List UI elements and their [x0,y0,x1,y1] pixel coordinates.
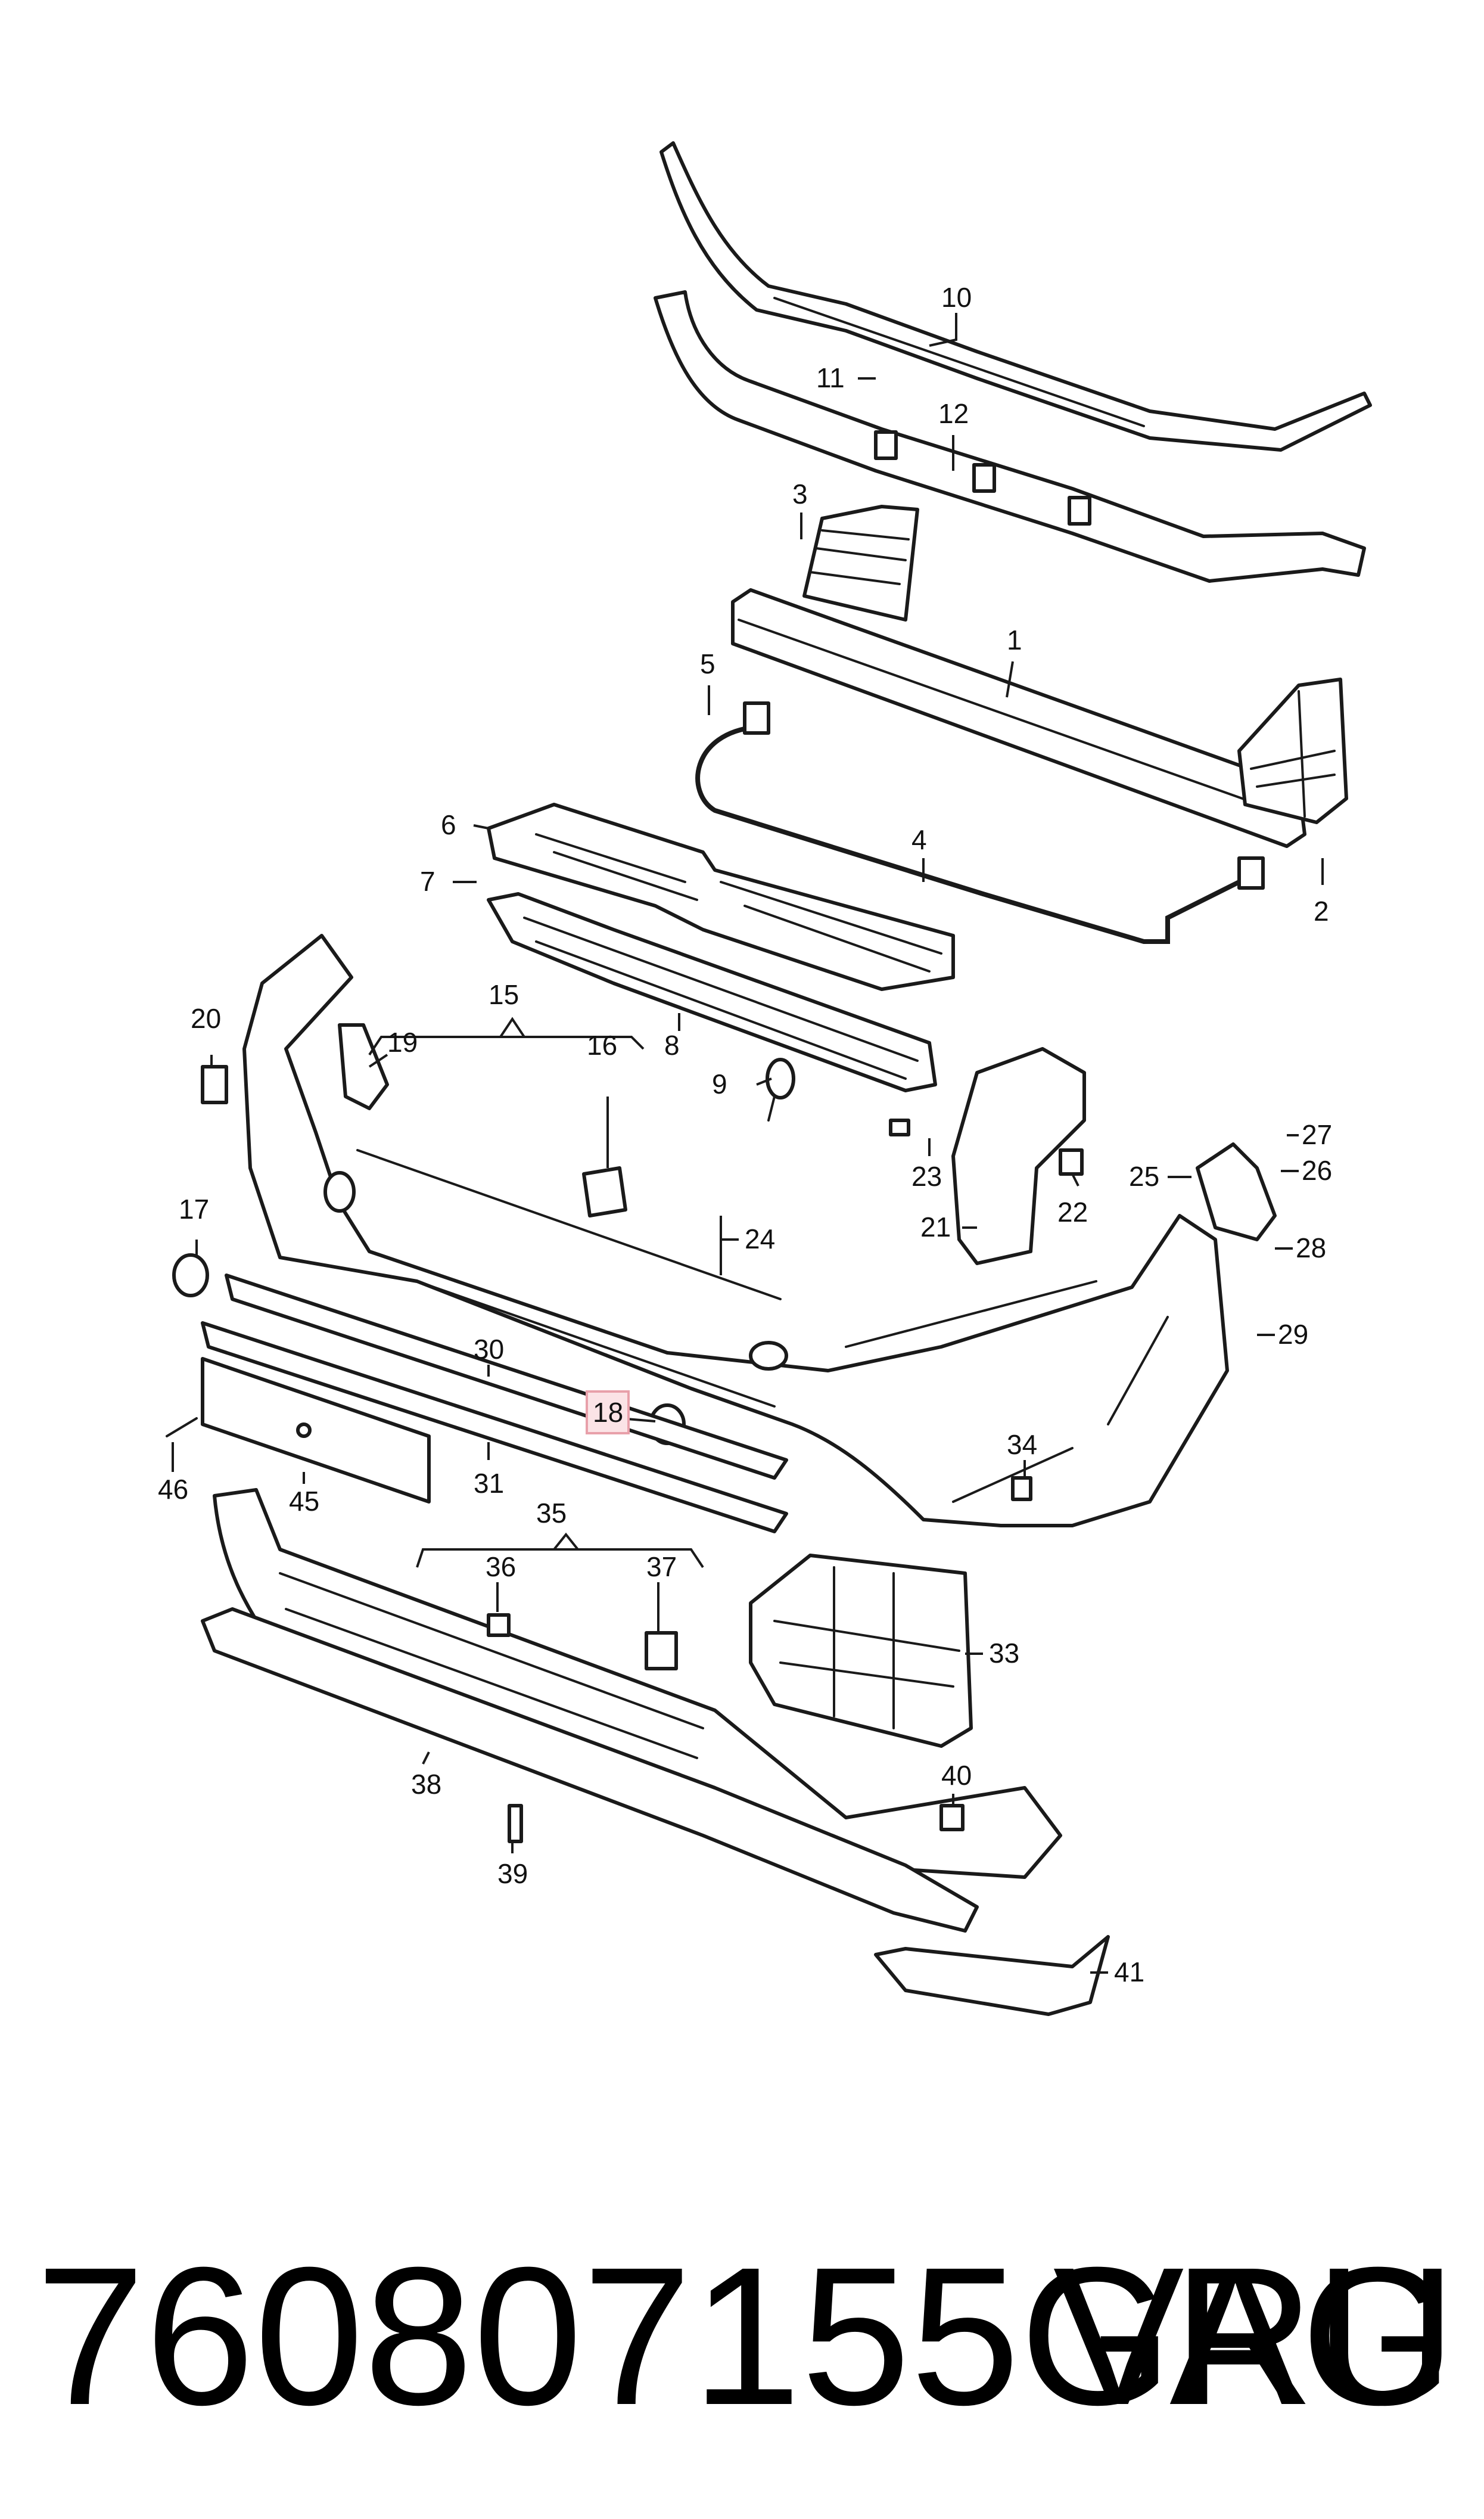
callout-11: 11 [816,362,845,393]
callout-29: 29 [1278,1319,1308,1350]
part-15-bumper-cover [242,934,1229,1527]
callout-25: 25 [1129,1161,1159,1192]
part-4-wire-bracket [695,701,1265,944]
callout-2: 2 [1314,896,1329,927]
part-19-clip [338,1023,389,1110]
callout-3: 3 [792,479,808,510]
part-1-impact-beam [731,505,1348,848]
part-38-spoiler [201,1607,979,1933]
callout-45: 45 [289,1486,319,1517]
part-12-air-guide-strip [654,290,1366,583]
callout-21: 21 [920,1212,951,1243]
callout-12: 12 [938,398,969,429]
part-number-bar: 760807155GRU VAG [36,2217,1457,2455]
callout-28: 28 [1296,1232,1326,1263]
callout-46: 46 [158,1474,188,1505]
callout-31: 31 [474,1468,504,1499]
part-46-screw [166,1417,198,1437]
callout-22: 22 [1057,1197,1088,1228]
callout-7: 7 [420,866,435,897]
part-number: 760807155GRU [36,2226,1457,2446]
part-25-bracket [1196,1142,1277,1241]
part-9-clip [766,1058,795,1122]
part-20-trim [201,1065,228,1104]
callout-8: 8 [664,1030,680,1061]
part-45-plate-bracket [201,1357,431,1504]
callout-30: 30 [474,1334,504,1365]
callout-20: 20 [191,1003,221,1034]
callout-26: 26 [1302,1155,1332,1186]
part-40-clip [939,1804,965,1831]
part-23-bolt [889,1119,910,1136]
part-41-side-spoiler [874,1935,1110,2016]
callout-36: 36 [486,1551,516,1582]
part-16-bracket [582,1166,627,1217]
callout-16: 16 [587,1030,617,1061]
callout-15: 15 [489,979,519,1010]
callout-33: 33 [989,1638,1019,1669]
brand-label: VAG [1053,2226,1454,2446]
part-21-side-guide [951,1047,1086,1265]
callout-18-highlight [586,1390,630,1434]
callout-37: 37 [646,1551,677,1582]
callout-17: 17 [179,1194,209,1225]
part-8-lower-absorber [487,892,937,1092]
part-39-screw [508,1804,523,1843]
callout-23: 23 [911,1161,942,1192]
part-6-energy-absorber [487,803,955,991]
callout-35: 35 [536,1498,567,1529]
part-34-clip [1011,1476,1032,1501]
part-17-tow-hook-cap [172,1253,209,1297]
part-10-upper-strip [659,141,1372,452]
part-31-trim-strip [201,1321,788,1533]
callout-38: 38 [411,1769,441,1800]
callout-4: 4 [911,824,927,855]
callout-39: 39 [497,1858,528,1889]
callout-19: 19 [387,1027,418,1058]
callout-41: 41 [1114,1956,1144,1987]
exploded-parts-diagram: 10 11 12 3 1 5 2 4 6 7 15 16 8 9 20 19 1… [158,141,1372,2016]
callout-24: 24 [745,1223,775,1254]
callout-5: 5 [700,648,715,679]
callout-34: 34 [1007,1429,1037,1460]
callout-40: 40 [941,1760,972,1791]
callout-9: 9 [712,1069,727,1099]
callout-1: 1 [1007,625,1022,656]
callout-10: 10 [941,282,972,313]
callout-27: 27 [1302,1119,1332,1150]
callout-6: 6 [441,809,456,840]
part-22-clip [1059,1148,1084,1176]
callout-18: 18 [593,1397,623,1428]
part-33-grille [749,1554,973,1748]
